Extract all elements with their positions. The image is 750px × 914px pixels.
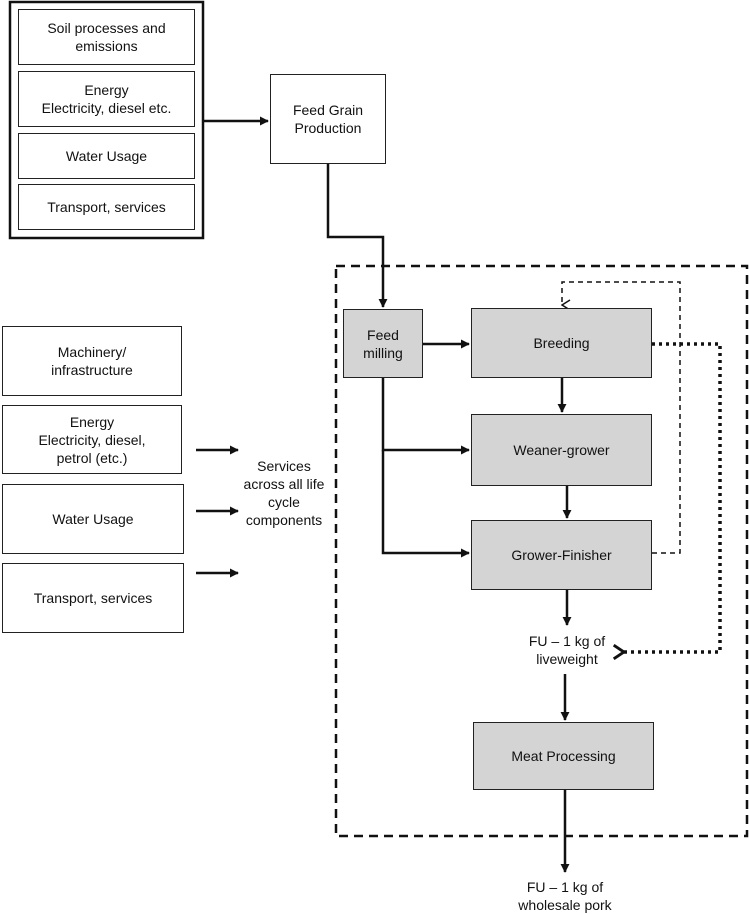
service-energy: Energy Electricity, diesel, petrol (etc.… bbox=[2, 405, 182, 474]
service-transport: Transport, services bbox=[2, 563, 184, 633]
services-label: Services across all life cycle component… bbox=[243, 458, 325, 528]
input-transport: Transport, services bbox=[18, 184, 195, 230]
input-energy: Energy Electricity, diesel etc. bbox=[18, 71, 195, 127]
fu-wholesale-pork: FU – 1 kg of wholesale pork bbox=[518, 879, 612, 913]
arrow-milling-to-finisher bbox=[381, 450, 470, 558]
stage-feed-milling: Feed milling bbox=[343, 309, 423, 378]
system-boundary bbox=[334, 264, 749, 838]
stage-weaner-grower: Weaner-grower bbox=[471, 414, 652, 486]
arrow-feed-grain-to-milling bbox=[326, 164, 388, 308]
input-soil-processes: Soil processes and emissions bbox=[18, 9, 195, 65]
dashed-feedback-finisher-to-breeding bbox=[562, 281, 681, 554]
service-machinery: Machinery/ infrastructure bbox=[2, 326, 182, 396]
input-water-usage: Water Usage bbox=[18, 133, 195, 179]
feed-grain-production: Feed Grain Production bbox=[270, 74, 386, 164]
stage-breeding: Breeding bbox=[471, 308, 652, 378]
arrow-milling-to-weaner bbox=[381, 378, 470, 455]
dotted-breeding-to-fu-liveweight bbox=[624, 342, 722, 652]
service-water-usage: Water Usage bbox=[2, 484, 184, 554]
fu-liveweight: FU – 1 kg of liveweight bbox=[528, 633, 606, 667]
stage-meat-processing: Meat Processing bbox=[473, 722, 654, 790]
stage-grower-finisher: Grower-Finisher bbox=[471, 520, 652, 590]
